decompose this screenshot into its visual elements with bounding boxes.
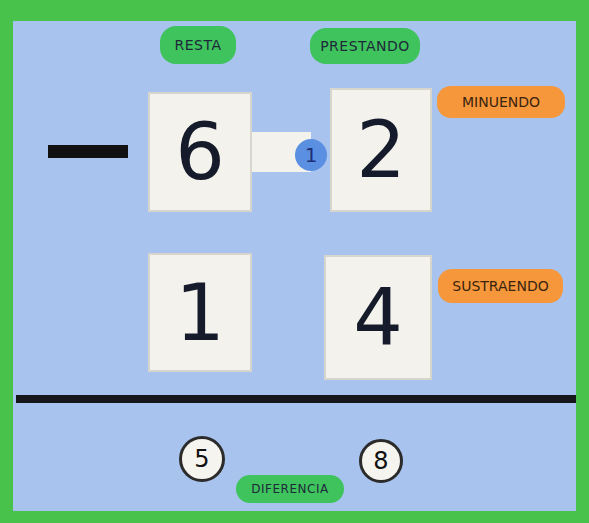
node-text: PRESTANDO xyxy=(320,38,410,54)
minus-sign xyxy=(48,145,128,158)
node-text: 4 xyxy=(353,273,403,363)
digit-card: 6 xyxy=(148,92,252,212)
node-text: MINUENDO xyxy=(462,94,540,110)
node-text: 1 xyxy=(305,143,318,167)
node-text: SUSTRAENDO xyxy=(452,278,548,294)
borrow-token: 1 xyxy=(295,139,327,171)
blue-panel xyxy=(13,21,576,511)
result-token: 5 xyxy=(179,436,225,482)
result-line xyxy=(16,395,576,403)
title-pill: RESTA xyxy=(160,26,236,64)
node-text: 2 xyxy=(356,105,406,195)
digit-card: 4 xyxy=(324,255,432,380)
digit-card: 2 xyxy=(330,88,432,212)
node-text: 6 xyxy=(175,107,225,197)
node-text: 8 xyxy=(373,447,388,475)
row-label: SUSTRAENDO xyxy=(438,269,563,303)
digit-card: 1 xyxy=(148,253,252,372)
node-text: 1 xyxy=(175,268,225,358)
node-text: RESTA xyxy=(174,37,221,53)
node-text: DIFERENCIA xyxy=(251,482,328,496)
row-label: MINUENDO xyxy=(437,86,565,118)
result-token: 8 xyxy=(359,439,403,483)
node-text: 5 xyxy=(194,445,209,473)
title-pill: PRESTANDO xyxy=(310,28,420,64)
caption-pill: DIFERENCIA xyxy=(236,475,344,503)
